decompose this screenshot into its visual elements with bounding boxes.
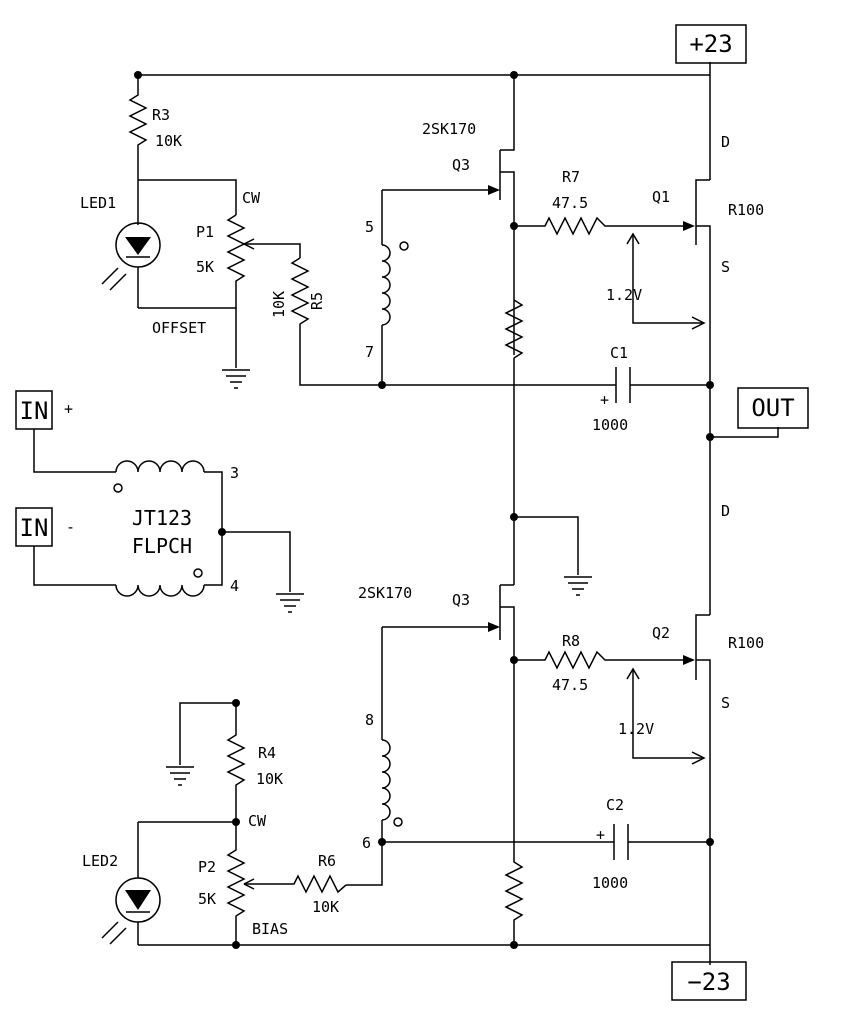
pin3-label: 3: [230, 464, 239, 482]
q3-top-type: 2SK170: [422, 120, 476, 138]
in-neg-label: IN: [20, 514, 49, 542]
voltage-arrow-top: 1.2V: [606, 232, 706, 330]
voltage-arrow-bot: 1.2V: [618, 667, 706, 765]
top-drain-resistor: [504, 299, 524, 359]
xfmr-line1: JT123: [132, 506, 192, 530]
q1-d-label: D: [721, 133, 730, 151]
c1-capacitor: + C1 1000: [592, 344, 710, 434]
r7-resistor: R7 47.5: [514, 168, 688, 236]
bottom-drain-resistor: [504, 850, 524, 945]
c1-plus: +: [600, 391, 609, 409]
p2-cw-label: CW: [248, 812, 267, 830]
r100-bot-label: R100: [728, 634, 764, 652]
c1-name: C1: [610, 344, 628, 362]
p2-potentiometer: P2 5K BIAS: [198, 822, 288, 945]
q3-bot-jfet: 2SK170 Q3: [358, 584, 515, 850]
bias-label: BIAS: [252, 920, 288, 938]
p1-value: 5K: [196, 258, 214, 276]
r3-value: 10K: [155, 132, 182, 150]
q1-jfet: Q1 R100 D S: [652, 133, 764, 385]
winding-8-6: 8 6: [346, 627, 403, 886]
negative-rail: [138, 840, 711, 965]
vpos-label: +23: [689, 30, 732, 58]
in-pos-sign: +: [64, 400, 73, 418]
led1-label: LED1: [80, 194, 116, 212]
q3-bot-name: Q3: [452, 591, 470, 609]
r8-value: 47.5: [552, 676, 588, 694]
c2-value: 1000: [592, 874, 628, 892]
pin7-label: 7: [365, 343, 374, 361]
r7-name: R7: [562, 168, 580, 186]
r4-value: 10K: [256, 770, 283, 788]
p1-potentiometer: CW P1 5K OFFSET: [152, 189, 301, 337]
r5-name: R5: [308, 292, 326, 310]
input-transformer: 3 4 JT123 FLPCH: [33, 429, 239, 597]
r8-resistor: R8 47.5: [514, 632, 688, 694]
positive-rail: [138, 62, 711, 180]
r3-resistor: R3 10K: [128, 75, 182, 180]
vneg-label: −23: [687, 968, 730, 996]
c2-plus: +: [596, 826, 605, 844]
out-label: OUT: [751, 394, 794, 422]
xfmr-line2: FLPCH: [132, 534, 192, 558]
q1-name: Q1: [652, 188, 670, 206]
r6-resistor: R6 10K: [244, 852, 347, 916]
pin4-label: 4: [230, 577, 239, 595]
led2: LED2: [82, 822, 161, 945]
ground-p1: [222, 369, 250, 389]
r5-resistor: 10K R5: [270, 257, 382, 386]
in-pos-terminal: IN +: [15, 390, 73, 430]
pin8-label: 8: [365, 711, 374, 729]
in-neg-sign: -: [66, 518, 75, 536]
c1-value: 1000: [592, 416, 628, 434]
voltage-top-label: 1.2V: [606, 286, 642, 304]
pin6-label: 6: [362, 834, 371, 852]
led2-label: LED2: [82, 852, 118, 870]
r6-name: R6: [318, 852, 336, 870]
r6-value: 10K: [312, 898, 339, 916]
winding-5-7: 5 7: [365, 190, 409, 385]
r100-top-label: R100: [728, 201, 764, 219]
q2-d-label: D: [721, 502, 730, 520]
r3-name: R3: [152, 106, 170, 124]
vneg-box: −23: [671, 961, 747, 1001]
p1-cw-label: CW: [242, 189, 261, 207]
c2-capacitor: + C2 1000: [592, 796, 710, 892]
q3-top-name: Q3: [452, 156, 470, 174]
q1-s-label: S: [721, 258, 730, 276]
voltage-bot-label: 1.2V: [618, 720, 654, 738]
offset-label: OFFSET: [152, 319, 206, 337]
r4-name: R4: [258, 744, 276, 762]
in-pos-label: IN: [20, 397, 49, 425]
q2-jfet: Q2 R100 D S: [652, 502, 764, 840]
out-box: OUT: [737, 387, 809, 429]
p2-value: 5K: [198, 890, 216, 908]
led1: LED1: [80, 180, 161, 308]
p1-name: P1: [196, 223, 214, 241]
in-neg-terminal: IN -: [15, 507, 75, 547]
ground-r4: [166, 702, 236, 786]
ground-input: [276, 593, 304, 613]
q2-name: Q2: [652, 624, 670, 642]
r8-name: R8: [562, 632, 580, 650]
vpos-box: +23: [675, 24, 747, 64]
r7-value: 47.5: [552, 194, 588, 212]
pin5-label: 5: [365, 218, 374, 236]
r4-resistor: R4 10K: [226, 703, 283, 822]
p2-name: P2: [198, 858, 216, 876]
q2-s-label: S: [721, 694, 730, 712]
q3-bot-type: 2SK170: [358, 584, 412, 602]
r5-value: 10K: [270, 291, 288, 318]
ground-center: [564, 576, 592, 596]
q3-top-jfet: 2SK170 Q3: [382, 75, 515, 355]
c2-name: C2: [606, 796, 624, 814]
